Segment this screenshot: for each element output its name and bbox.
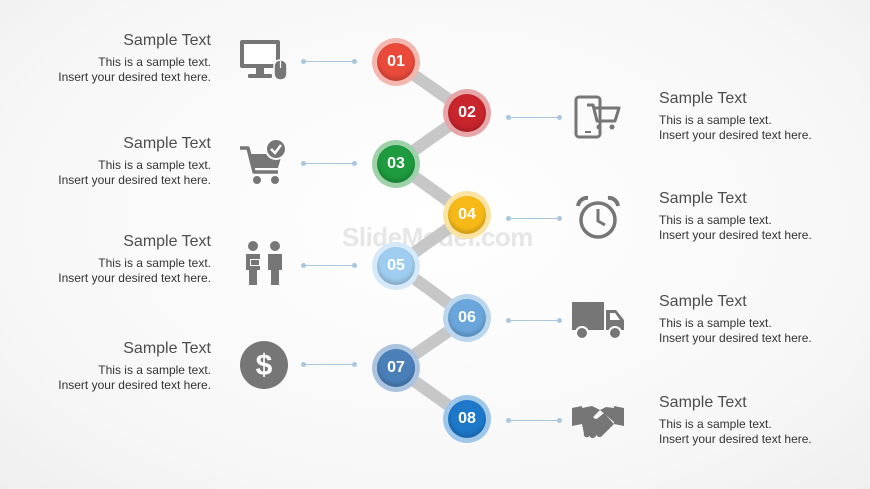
- step-02-leader-dot: [506, 115, 511, 120]
- step-01-leader: [303, 61, 355, 62]
- step-03-number: 03: [377, 145, 415, 183]
- step-02-leader-dot-end: [557, 115, 562, 120]
- step-07-leader-dot: [301, 362, 306, 367]
- alarm-clock-icon: [576, 195, 620, 239]
- step-07-line1: This is a sample text.: [98, 363, 211, 377]
- step-02-line1: This is a sample text.: [659, 113, 772, 127]
- two-people-icon: [246, 241, 282, 285]
- step-05-number: 05: [377, 247, 415, 285]
- step-07-text: This is a sample text. Insert your desir…: [58, 363, 211, 393]
- delivery-truck-icon: [572, 302, 624, 340]
- step-04-line2: Insert your desired text here.: [659, 228, 812, 242]
- step-03-title: Sample Text: [123, 135, 211, 152]
- step-02-line2: Insert your desired text here.: [659, 128, 812, 142]
- step-08-leader: [508, 420, 560, 421]
- step-01-line1: This is a sample text.: [98, 55, 211, 69]
- step-05-leader: [303, 265, 355, 266]
- dollar-coin-icon: $: [240, 341, 288, 389]
- step-02-title: Sample Text: [659, 90, 747, 107]
- step-03-leader-dot-end: [352, 161, 357, 166]
- step-03-line2: Insert your desired text here.: [58, 173, 211, 187]
- step-04-node: 04: [443, 191, 491, 239]
- step-05-leader-dot: [301, 263, 306, 268]
- step-01-leader-dot-end: [352, 59, 357, 64]
- step-05-text: This is a sample text. Insert your desir…: [58, 256, 211, 286]
- step-01-node: 01: [372, 38, 420, 86]
- step-01-title: Sample Text: [123, 32, 211, 49]
- step-07-node: 07: [372, 344, 420, 392]
- step-06-leader-dot: [506, 318, 511, 323]
- step-06-line1: This is a sample text.: [659, 316, 772, 330]
- step-04-leader-dot-end: [557, 216, 562, 221]
- step-02-text: This is a sample text. Insert your desir…: [659, 113, 812, 143]
- step-06-number: 06: [448, 299, 486, 337]
- step-08-text: This is a sample text. Insert your desir…: [659, 417, 812, 447]
- step-07-leader: [303, 364, 355, 365]
- monitor-mouse-icon: [240, 40, 288, 81]
- step-06-leader-dot-end: [557, 318, 562, 323]
- step-07-title: Sample Text: [123, 340, 211, 357]
- step-08-line2: Insert your desired text here.: [659, 432, 812, 446]
- step-04-leader-dot: [506, 216, 511, 221]
- step-07-number: 07: [377, 349, 415, 387]
- step-08-title: Sample Text: [659, 394, 747, 411]
- step-03-node: 03: [372, 140, 420, 188]
- step-08-node: 08: [443, 395, 491, 443]
- step-05-line1: This is a sample text.: [98, 256, 211, 270]
- step-02-number: 02: [448, 94, 486, 132]
- step-04-text: This is a sample text. Insert your desir…: [659, 213, 812, 243]
- step-01-line2: Insert your desired text here.: [58, 70, 211, 84]
- cart-checkmark-icon: [240, 138, 287, 184]
- handshake-icon: [572, 406, 624, 439]
- step-07-leader-dot-end: [352, 362, 357, 367]
- step-02-leader: [508, 117, 560, 118]
- step-03-leader: [303, 163, 355, 164]
- step-03-leader-dot: [301, 161, 306, 166]
- step-03-text: This is a sample text. Insert your desir…: [58, 158, 211, 188]
- step-04-number: 04: [448, 196, 486, 234]
- step-08-leader-dot: [506, 418, 511, 423]
- step-04-line1: This is a sample text.: [659, 213, 772, 227]
- mobile-shopping-cart-icon: [574, 95, 621, 139]
- step-06-line2: Insert your desired text here.: [659, 331, 812, 345]
- step-04-title: Sample Text: [659, 190, 747, 207]
- step-05-line2: Insert your desired text here.: [58, 271, 211, 285]
- step-08-number: 08: [448, 400, 486, 438]
- step-01-leader-dot: [301, 59, 306, 64]
- step-06-title: Sample Text: [659, 293, 747, 310]
- step-05-node: 05: [372, 242, 420, 290]
- step-06-text: This is a sample text. Insert your desir…: [659, 316, 812, 346]
- step-04-leader: [508, 218, 560, 219]
- step-01-text: This is a sample text. Insert your desir…: [58, 55, 211, 85]
- step-06-leader: [508, 320, 560, 321]
- step-02-node: 02: [443, 89, 491, 137]
- svg-text:$: $: [256, 349, 273, 382]
- step-08-line1: This is a sample text.: [659, 417, 772, 431]
- step-08-leader-dot-end: [557, 418, 562, 423]
- step-06-node: 06: [443, 294, 491, 342]
- step-05-title: Sample Text: [123, 233, 211, 250]
- step-01-number: 01: [377, 43, 415, 81]
- step-05-leader-dot-end: [352, 263, 357, 268]
- step-07-line2: Insert your desired text here.: [58, 378, 211, 392]
- step-03-line1: This is a sample text.: [98, 158, 211, 172]
